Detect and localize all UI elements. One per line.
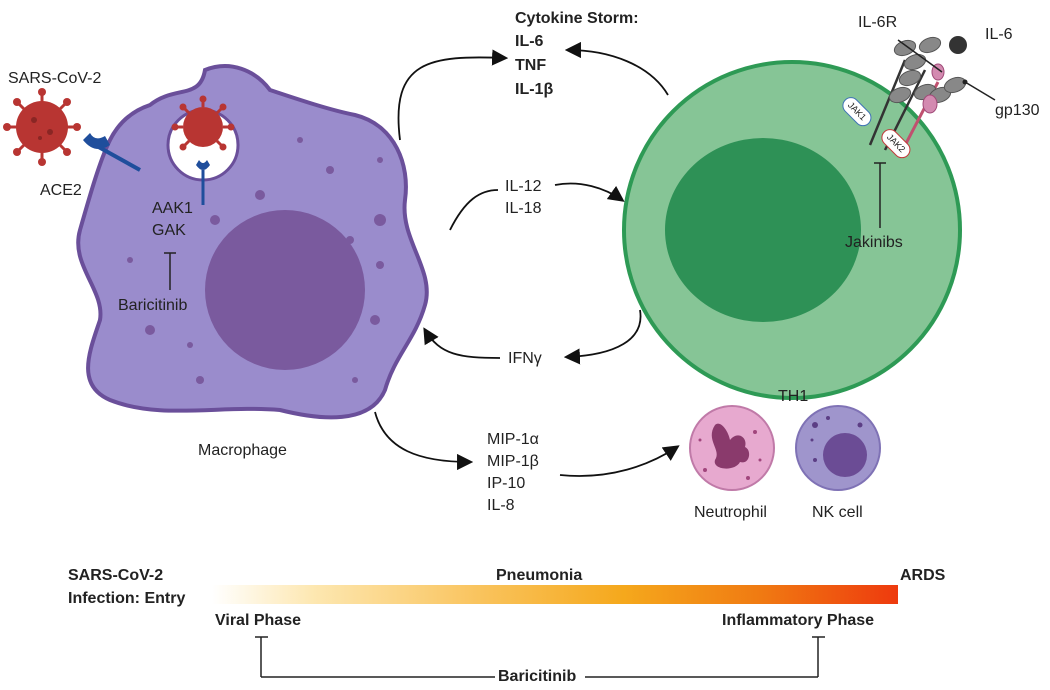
timeline-start-line2: Infection: Entry bbox=[68, 590, 186, 607]
th1-nucleus bbox=[665, 138, 861, 322]
arrow-macrophage-to-chemokines bbox=[374, 411, 474, 471]
arrow-il12-to-th1 bbox=[554, 182, 625, 202]
cytokine-storm-list: IL-6 TNF IL-1β bbox=[515, 30, 553, 102]
neutrophil-label: Neutrophil bbox=[694, 504, 767, 521]
ace2-receptor-stem bbox=[94, 143, 141, 172]
arrow-chemokines-to-neutrophil bbox=[559, 445, 680, 477]
cytokine-storm-title: Cytokine Storm: bbox=[515, 10, 639, 27]
baricitinib-timeline-label: Baricitinib bbox=[498, 668, 577, 685]
arrow-to-cytokine-storm bbox=[397, 49, 509, 141]
il6-ligand-icon bbox=[949, 36, 967, 54]
disease-progression-bar bbox=[212, 585, 898, 604]
nk-cell-label: NK cell bbox=[812, 504, 863, 521]
chemokine-il8: IL-8 bbox=[487, 497, 515, 514]
chemokine-mip1a: MIP-1α bbox=[487, 431, 539, 448]
jakinibs-label: Jakinibs bbox=[845, 234, 903, 251]
timeline-pneumonia: Pneumonia bbox=[496, 567, 583, 584]
macrophage-label: Macrophage bbox=[198, 442, 287, 459]
il18-label: IL-18 bbox=[505, 200, 542, 217]
chemokine-list: MIP-1α MIP-1β IP-10 IL-8 bbox=[487, 429, 539, 517]
cytokine-tnf: TNF bbox=[515, 57, 547, 74]
chemokine-ip10: IP-10 bbox=[487, 475, 526, 492]
viral-phase-label: Viral Phase bbox=[215, 612, 301, 629]
arrow-th1-to-ifng bbox=[563, 309, 642, 365]
arrow-th1-to-cytokine-storm bbox=[564, 41, 669, 96]
ace2-label: ACE2 bbox=[40, 182, 82, 199]
il6r-label: IL-6R bbox=[858, 14, 898, 31]
il6-label: IL-6 bbox=[985, 26, 1013, 43]
th1-label: TH1 bbox=[778, 388, 809, 405]
chemokine-mip1b: MIP-1β bbox=[487, 453, 539, 470]
nk-cell-icon bbox=[795, 405, 881, 491]
ace2-receptor-icon bbox=[83, 133, 110, 149]
ace2-endosome-receptor-icon bbox=[196, 160, 210, 170]
timeline-ards: ARDS bbox=[900, 567, 946, 584]
sars-cov-2-virus-icon bbox=[3, 88, 81, 166]
il6r-pointer bbox=[897, 39, 943, 73]
neutrophil-icon bbox=[689, 405, 775, 491]
gp130-label: gp130 bbox=[995, 102, 1040, 119]
gp130-pointer bbox=[964, 81, 996, 101]
baricitinib-macrophage-label: Baricitinib bbox=[118, 297, 188, 314]
inflammatory-phase-label: Inflammatory Phase bbox=[722, 612, 875, 629]
il12-il18-labels: IL-12 IL-18 bbox=[505, 176, 541, 220]
virus-label: SARS-CoV-2 bbox=[8, 70, 102, 87]
endocytosed-virus-icon bbox=[171, 95, 235, 151]
aak1-label: AAK1 bbox=[152, 200, 193, 217]
macrophage-granules bbox=[127, 137, 386, 384]
arrow-ifng-to-macrophage bbox=[423, 327, 501, 359]
macrophage-targets: AAK1 GAK bbox=[152, 198, 193, 242]
cytokine-il6: IL-6 bbox=[515, 33, 544, 50]
arrow-macrophage-to-il12 bbox=[449, 189, 499, 231]
il12-label: IL-12 bbox=[505, 178, 542, 195]
gak-label: GAK bbox=[152, 222, 186, 239]
cytokine-il1b: IL-1β bbox=[515, 81, 554, 98]
baricitinib-timeline-bracket bbox=[255, 636, 825, 678]
timeline-start-line1: SARS-CoV-2 bbox=[68, 567, 164, 584]
macrophage-nucleus bbox=[205, 210, 365, 370]
ifng-label: IFNγ bbox=[508, 350, 542, 367]
